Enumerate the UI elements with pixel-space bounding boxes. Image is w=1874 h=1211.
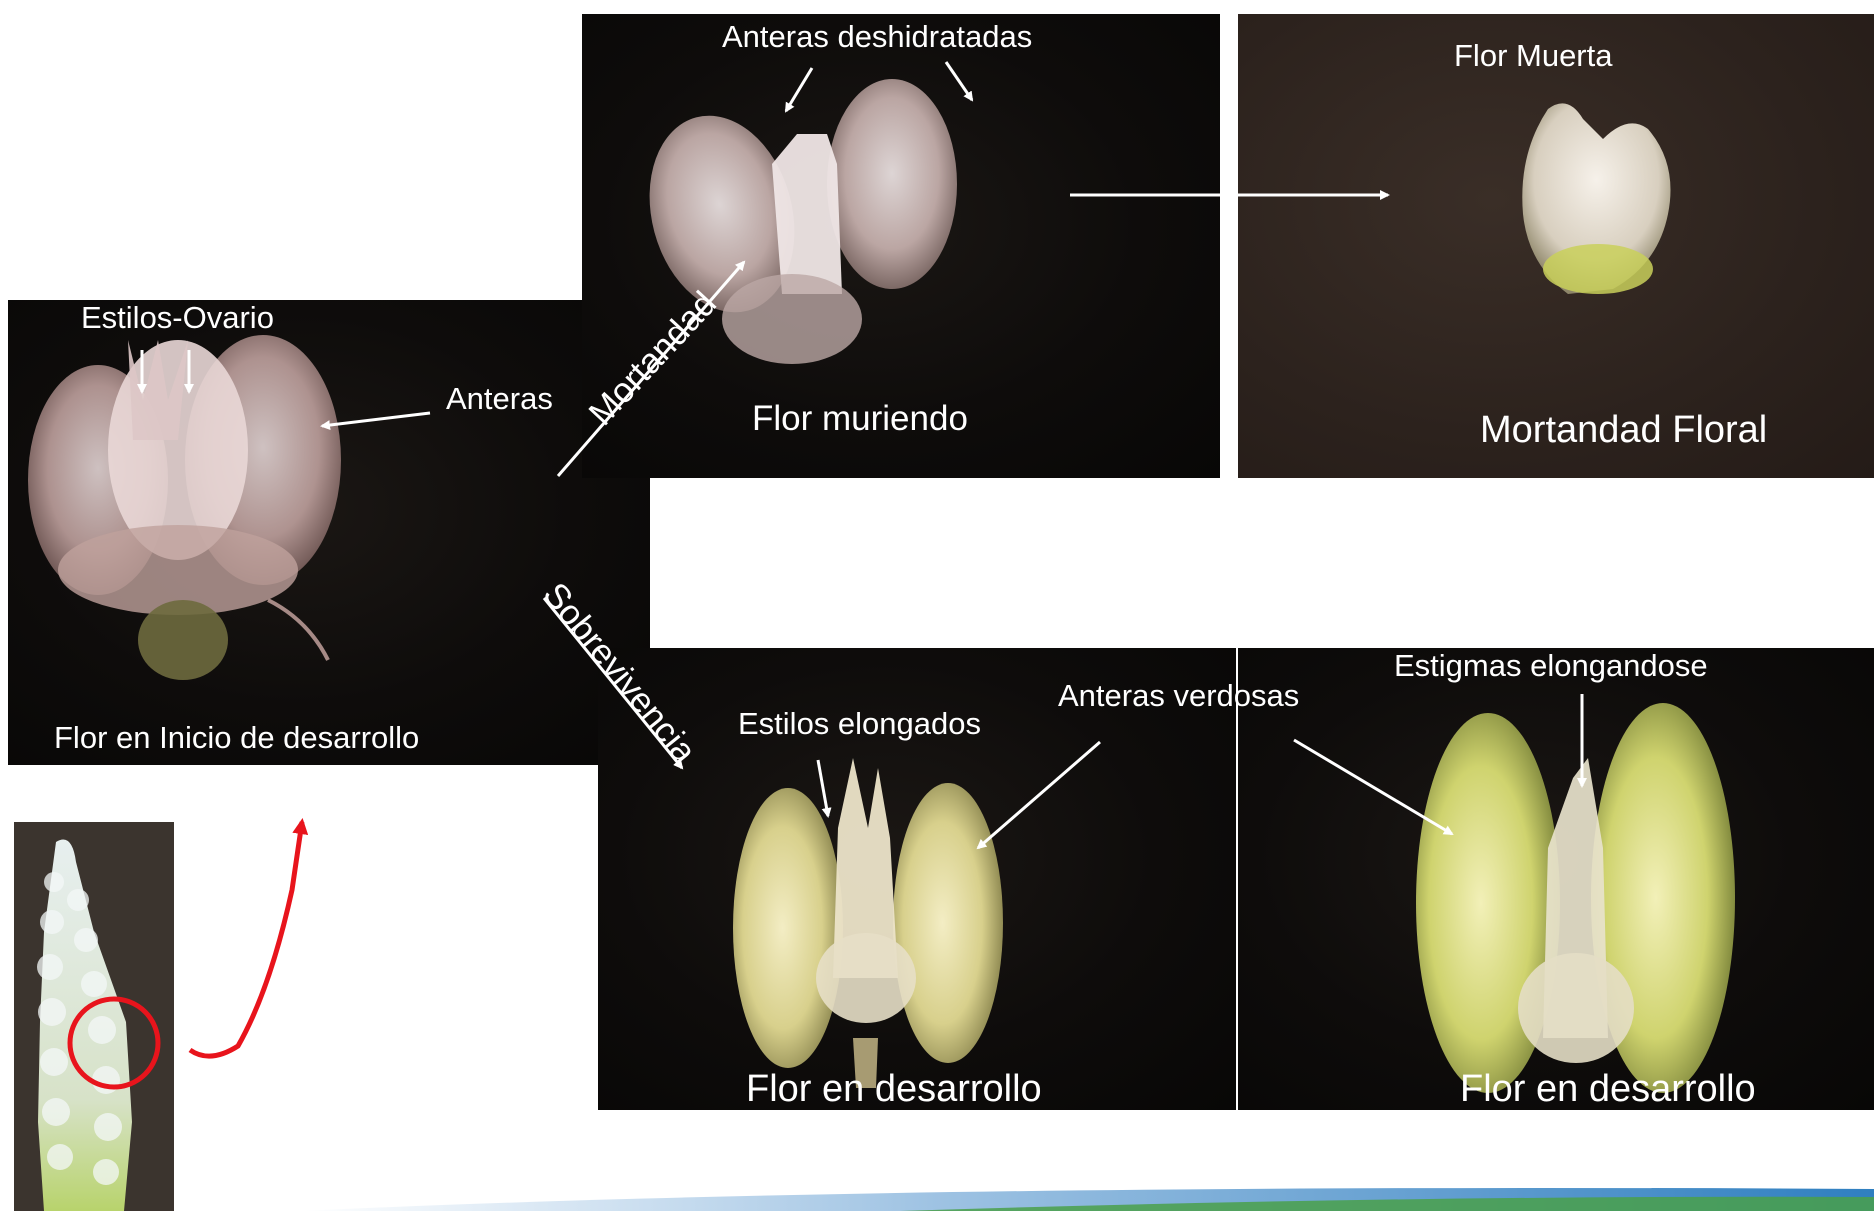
panel-inflorescence-inset	[14, 822, 174, 1211]
caption-dying-flower: Flor muriendo	[752, 399, 968, 439]
panel-developing-flower-2: Estigmas elongandose Flor en desarrollo	[1238, 648, 1874, 1110]
panel-initial-flower: Estilos-Ovario Anteras Flor en Inicio de…	[8, 300, 650, 765]
panel-dead-flower: Flor Muerta Mortandad Floral	[1238, 14, 1874, 478]
panel-dying-flower: Anteras deshidratadas Flor muriendo	[582, 14, 1220, 478]
caption-developing-flower-1: Flor en desarrollo	[746, 1068, 1042, 1110]
label-elongated-styles: Estilos elongados	[738, 706, 981, 742]
inflorescence-image	[14, 822, 174, 1211]
bottom-decorative-band	[0, 1175, 1874, 1211]
label-styles-ovary: Estilos-Ovario	[81, 300, 274, 336]
developing-flower-2-image	[1238, 648, 1874, 1110]
label-anthers: Anteras	[446, 381, 553, 417]
panel-developing-flower-1: Estilos elongados Flor en desarrollo	[598, 648, 1236, 1110]
label-greenish-anthers: Anteras verdosas	[1058, 678, 1299, 714]
caption-floral-mortality: Mortandad Floral	[1480, 409, 1767, 452]
initial-flower-image	[8, 300, 650, 765]
caption-developing-flower-2: Flor en desarrollo	[1460, 1068, 1756, 1110]
label-dead-flower: Flor Muerta	[1454, 38, 1612, 74]
label-elongating-stigmas: Estigmas elongandose	[1394, 648, 1708, 684]
highlight-curve-arrow	[190, 822, 302, 1056]
caption-initial-flower: Flor en Inicio de desarrollo	[54, 720, 419, 756]
label-dehydrated-anthers: Anteras deshidratadas	[722, 19, 1032, 55]
